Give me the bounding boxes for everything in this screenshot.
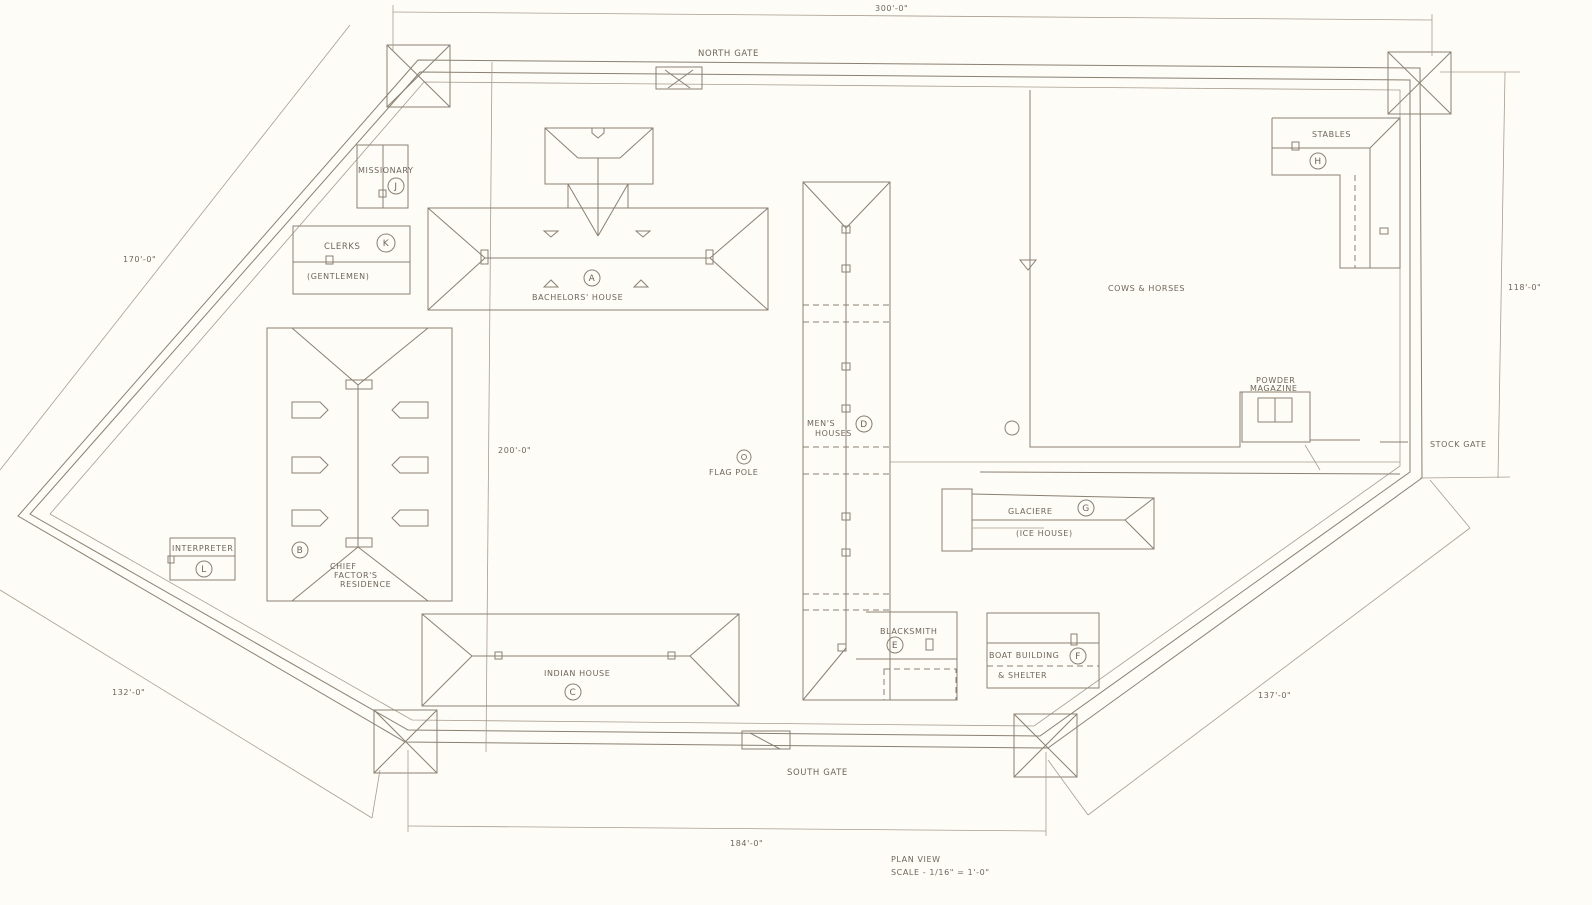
stables-label: STABLES — [1312, 130, 1351, 139]
chief-factor-label-1: CHIEF — [330, 562, 357, 571]
dimension-northwest: 170'-0" — [123, 255, 156, 264]
mens-houses — [802, 181, 891, 701]
bastion-nw — [386, 44, 451, 108]
missionary-key-circle — [387, 177, 405, 195]
boat-building-key-circle — [1069, 647, 1087, 665]
missionary-house — [356, 144, 409, 209]
dimension-east: 118'-0" — [1508, 283, 1541, 292]
stables-key: H — [1314, 157, 1321, 167]
mens-houses-key: D — [860, 420, 868, 430]
interpreter-label: INTERPRETER — [172, 544, 233, 553]
blacksmith — [803, 611, 958, 701]
mens-houses-label-1: MEN'S — [807, 419, 835, 428]
chief-factor-residence — [266, 327, 453, 602]
south-gate — [741, 730, 791, 750]
clerks-label: CLERKS — [324, 242, 361, 252]
interpreter-house — [167, 537, 236, 581]
scale-note: SCALE - 1/16" = 1'-0" — [891, 868, 990, 877]
south-gate-label: SOUTH GATE — [787, 768, 848, 778]
interpreter-key-circle — [195, 560, 213, 578]
north-gate — [655, 66, 703, 90]
glaciere-key: G — [1082, 504, 1090, 514]
flag-pole-icon — [736, 449, 752, 465]
glaciere-sub-label: (ICE HOUSE) — [1016, 529, 1073, 538]
boat-building-label: BOAT BUILDING — [989, 651, 1059, 660]
north-gate-label: NORTH GATE — [698, 49, 759, 59]
mens-houses-key-circle — [855, 415, 873, 433]
corral-label: COWS & HORSES — [1108, 284, 1185, 293]
clerks-key: K — [383, 239, 390, 249]
blacksmith-key: E — [892, 641, 898, 651]
blacksmith-label: BLACKSMITH — [880, 627, 938, 636]
clerks-house — [292, 225, 411, 295]
glaciere-label: GLACIERE — [1008, 507, 1053, 516]
bachelors-house-label: BACHELORS' HOUSE — [532, 293, 623, 302]
stock-gate — [1304, 441, 1408, 471]
indian-house-label: INDIAN HOUSE — [544, 669, 610, 678]
stables-key-circle — [1309, 152, 1327, 170]
flag-pole-center — [741, 454, 747, 460]
mens-houses-label-2: HOUSES — [815, 429, 852, 438]
dimension-lines — [0, 5, 1520, 836]
palisade-wall — [17, 59, 1423, 749]
well — [1004, 420, 1020, 436]
boat-building-key: F — [1075, 652, 1081, 662]
powder-magazine-label-1: POWDER — [1256, 376, 1295, 385]
chief-factor-key: B — [297, 546, 304, 556]
interpreter-key: L — [201, 565, 207, 575]
chief-factor-label-3: RESIDENCE — [340, 580, 391, 589]
stables — [1271, 117, 1401, 269]
powder-magazine-label-2: MAGAZINE — [1250, 384, 1298, 393]
dimension-southeast: 137'-0" — [1258, 691, 1291, 700]
missionary-key: J — [393, 182, 397, 192]
flag-pole-label: FLAG POLE — [709, 468, 758, 477]
glaciere-ice-house — [941, 488, 1155, 552]
missionary-label: MISSIONARY — [358, 166, 413, 175]
boat-building-sub-label: & SHELTER — [998, 671, 1047, 680]
clerks-sub-label: (GENTLEMEN) — [307, 272, 369, 281]
plan-view-title: PLAN VIEW — [891, 855, 941, 864]
boat-building-shelter — [986, 612, 1100, 689]
bastion-se — [1013, 713, 1078, 778]
chief-factor-key-circle — [291, 541, 309, 559]
chief-factor-label-2: FACTOR'S — [334, 571, 378, 580]
dimension-top: 300'-0" — [875, 4, 908, 13]
bachelors-key-circle — [583, 269, 601, 287]
dimension-interior: 200'-0" — [498, 446, 531, 455]
dimension-bottom: 184'-0" — [730, 839, 763, 848]
indian-house — [421, 613, 740, 707]
bastion-sw — [373, 709, 438, 774]
bachelors-key: A — [589, 274, 596, 284]
blacksmith-key-circle — [886, 636, 904, 654]
indian-house-key: C — [570, 688, 577, 698]
clerks-key-circle — [376, 233, 396, 253]
glaciere-key-circle — [1077, 499, 1095, 517]
bastion-ne — [1387, 51, 1452, 115]
indian-house-key-circle — [564, 683, 582, 701]
bachelors-house — [427, 127, 769, 311]
powder-magazine — [1241, 391, 1311, 443]
dimension-southwest: 132'-0" — [112, 688, 145, 697]
stock-gate-label: STOCK GATE — [1430, 440, 1487, 449]
